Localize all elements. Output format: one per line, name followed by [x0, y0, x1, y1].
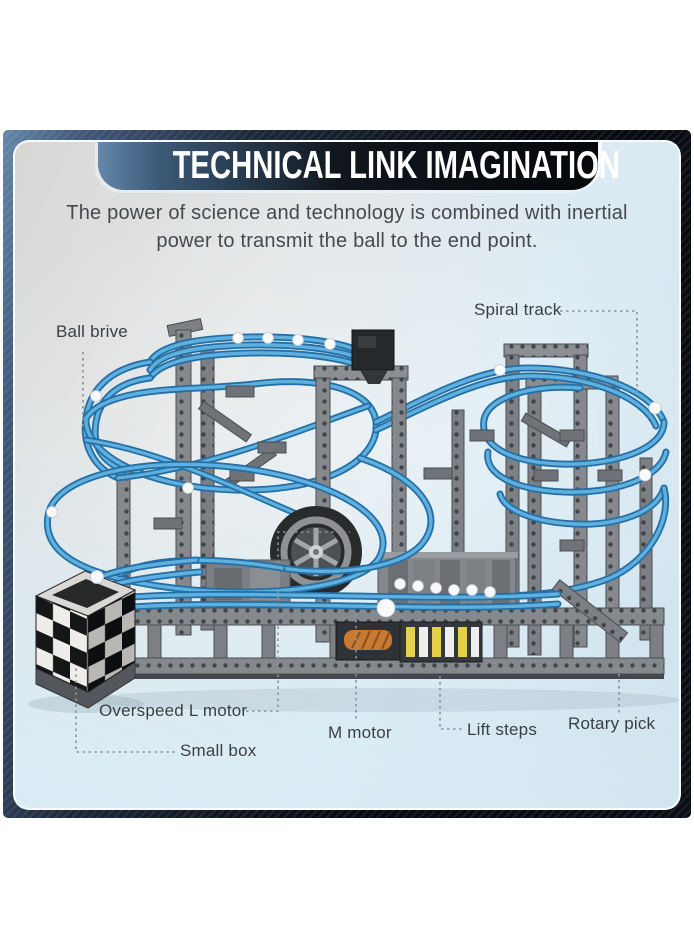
annotation-lines [75, 310, 638, 753]
label-m-motor: M motor [328, 723, 392, 742]
subtitle-line-2: power to transmit the ball to the end po… [156, 230, 538, 252]
lift-steps-mechanism [399, 621, 483, 663]
rotary-pick-arm [551, 579, 629, 643]
title-banner: TECHNICAL LINK IMAGINATION [98, 142, 620, 190]
ground-shadow [28, 688, 680, 713]
big-wheel [270, 506, 362, 598]
label-ball-drive: Ball brive [56, 322, 128, 341]
checkered-small-box [34, 570, 137, 709]
label-overspeed-l-motor: Overspeed L motor [99, 701, 248, 720]
subtitle: The power of science and technology is c… [15, 199, 679, 255]
subtitle-line-1: The power of science and technology is c… [66, 202, 628, 224]
label-small-box: Small box [180, 741, 257, 760]
page-title: TECHNICAL LINK IMAGINATION [172, 144, 620, 187]
label-lift-steps: Lift steps [467, 720, 538, 739]
label-spiral-track: Spiral track [474, 300, 562, 319]
marbles [46, 332, 662, 618]
base-frame [93, 607, 665, 679]
m-motor-auger [335, 621, 401, 661]
content-card: TECHNICAL LINK IMAGINATION The power of … [13, 140, 681, 810]
front-track-tubes [43, 454, 562, 614]
label-rotary-pick: Rotary pick [568, 714, 656, 733]
